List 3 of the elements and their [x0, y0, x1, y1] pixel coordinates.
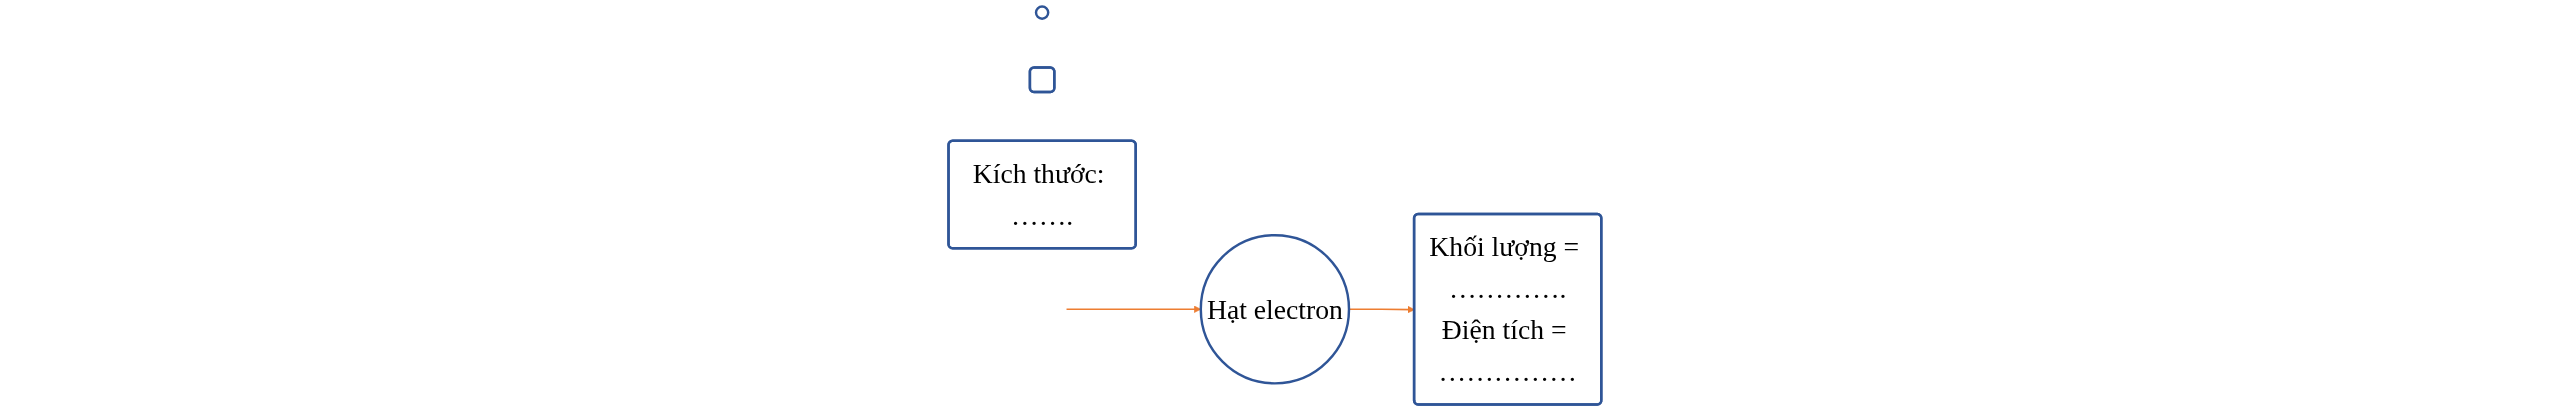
node-circle: Hạt electron	[1199, 233, 1351, 385]
node-circle	[1034, 5, 1050, 20]
arrow	[1065, 305, 1202, 313]
